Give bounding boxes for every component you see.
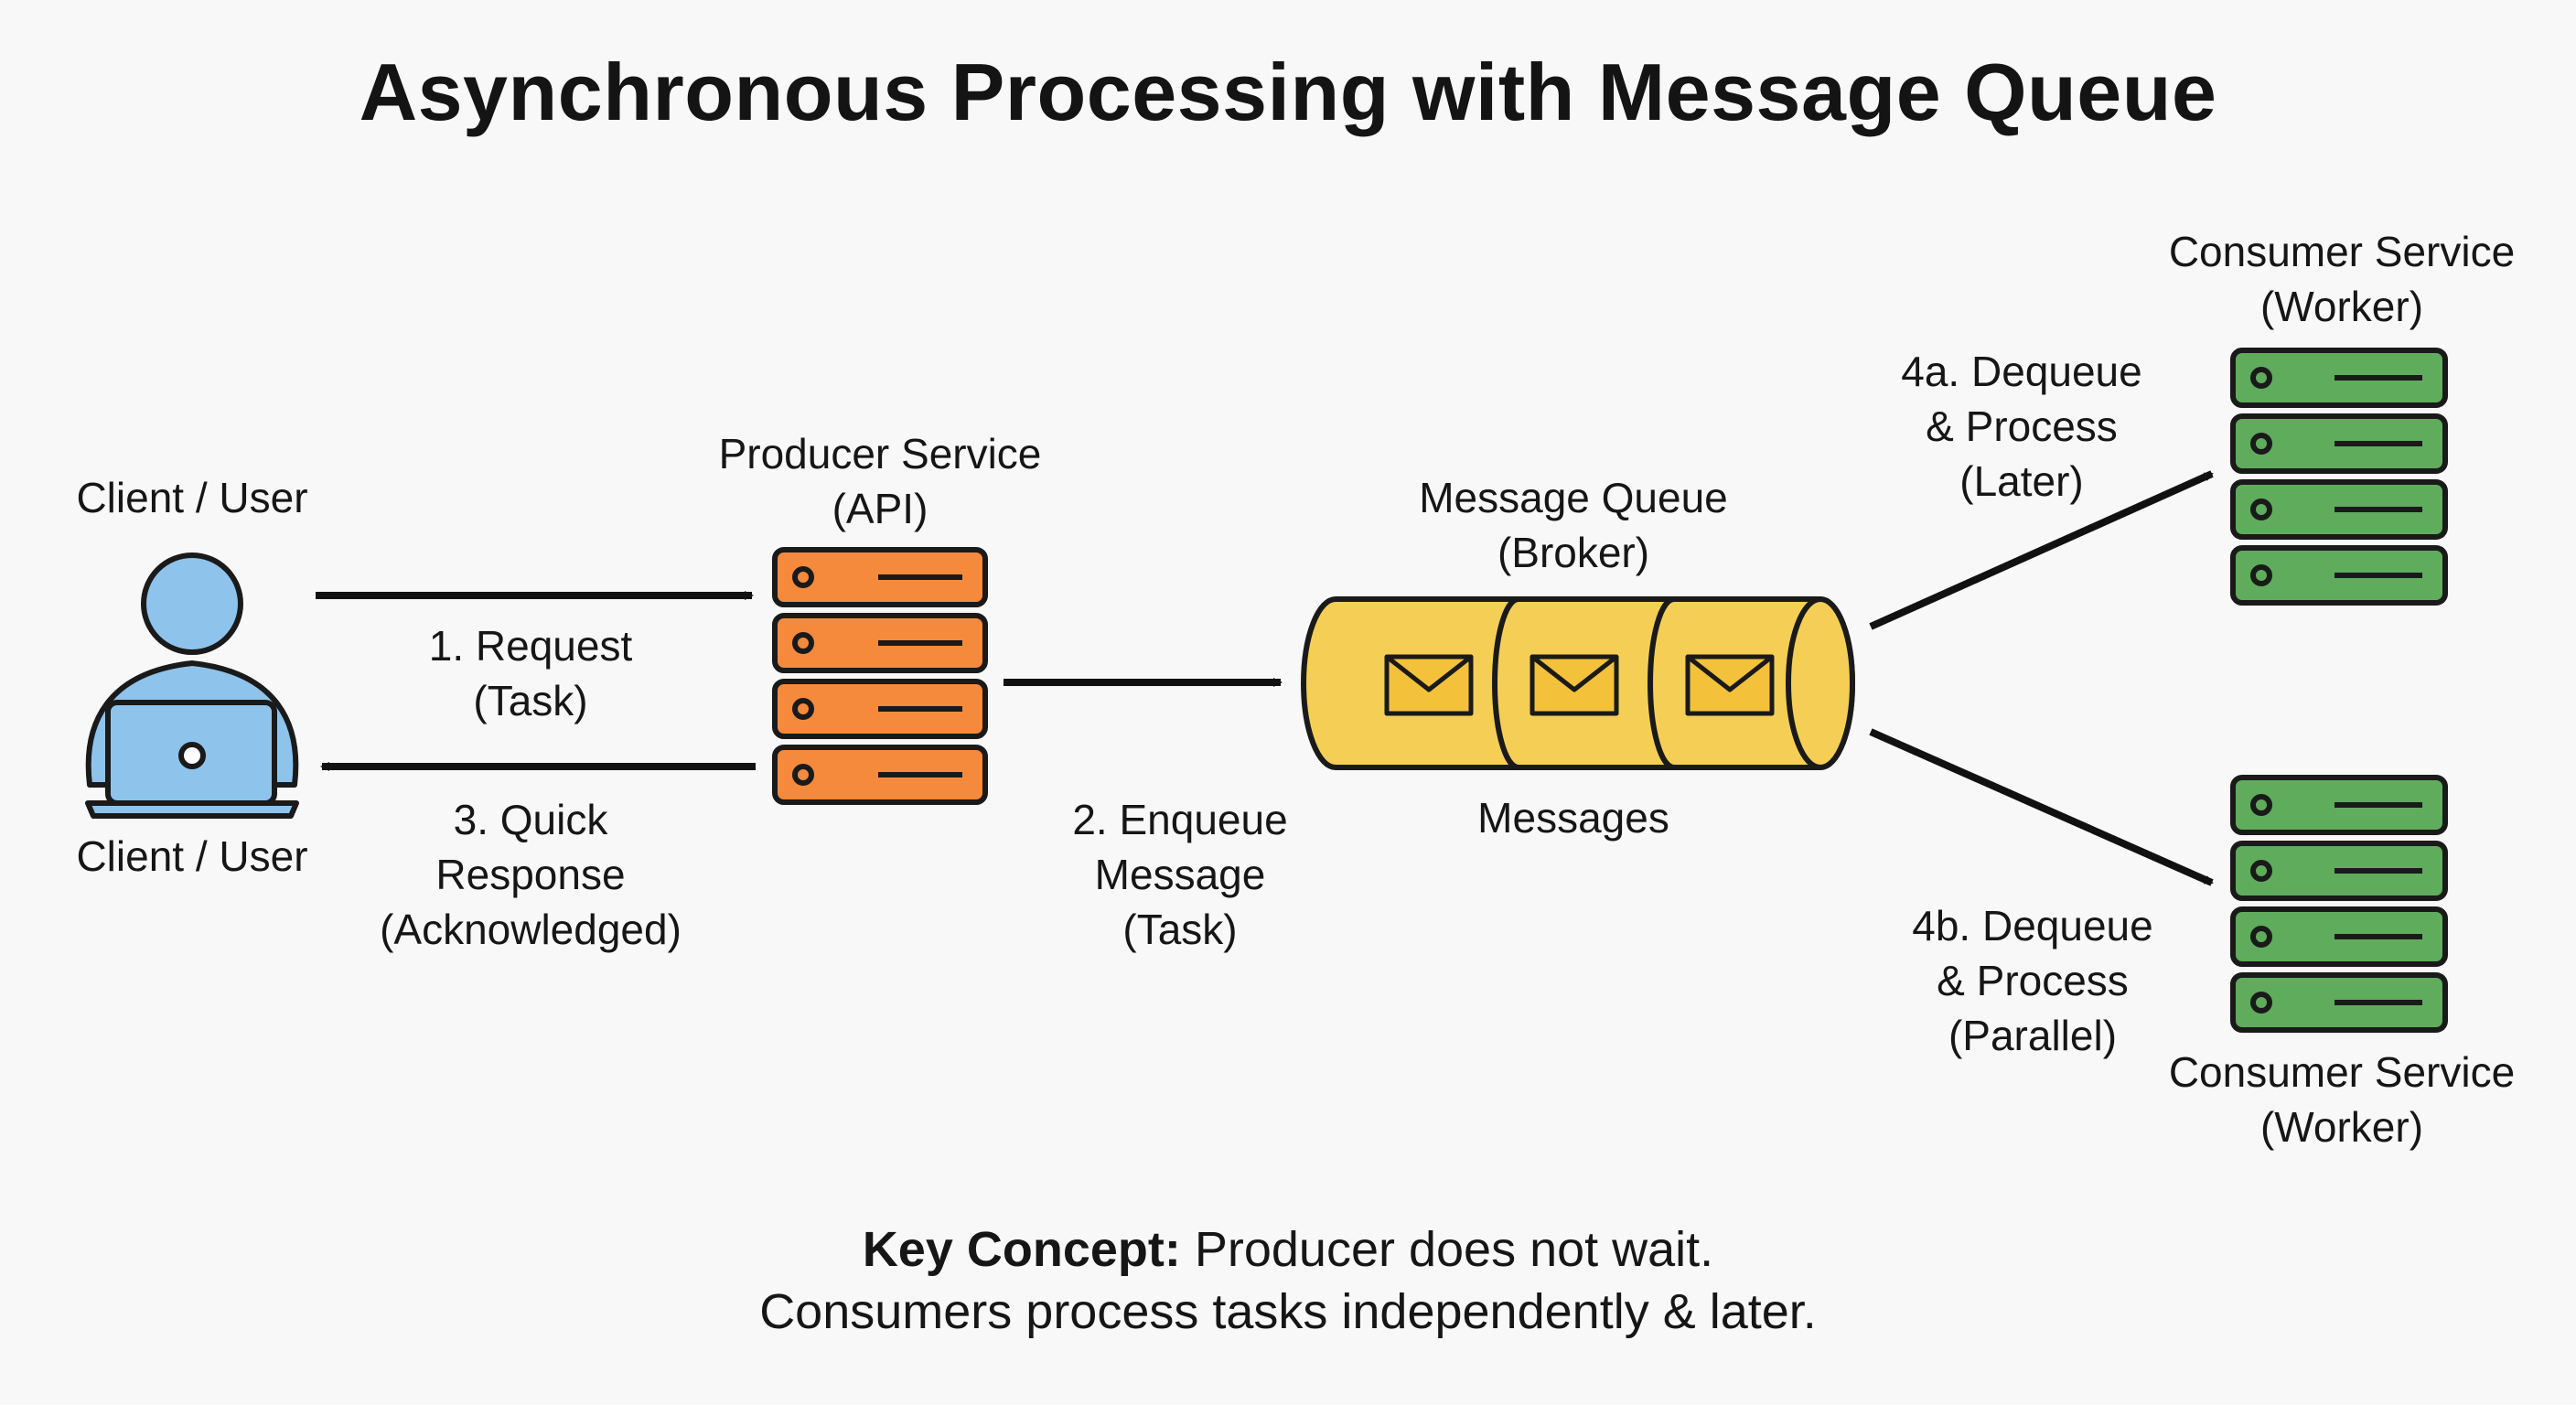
key-concept-label: Key Concept: — [862, 1222, 1181, 1277]
consumer-bottom-label: Consumer Service (Worker) — [2168, 1048, 2516, 1151]
envelope-icon — [1530, 654, 1619, 716]
queue-label: Message Queue (Broker) — [1419, 474, 1728, 576]
key-concept-text: Producer does not wait. — [1180, 1222, 1714, 1277]
consumer-server-top-icon — [2230, 348, 2448, 606]
key-concept-line1: Key Concept: Producer does not wait. — [0, 1218, 2576, 1281]
consumer-top-label: Consumer Service (Worker) — [2168, 228, 2516, 330]
step2-label: 2. Enqueue Message (Task) — [1072, 796, 1288, 953]
client-label-top: Client / User — [76, 474, 308, 521]
envelope-icon — [1384, 654, 1474, 716]
page-title: Asynchronous Processing with Message Que… — [359, 47, 2217, 137]
step3-label: 3. Quick Response (Acknowledged) — [380, 796, 682, 953]
step1-label: 1. Request (Task) — [428, 622, 633, 724]
step4a-label: 4a. Dequeue & Process (Later) — [1901, 348, 2142, 505]
queue-caption: Messages — [1477, 794, 1669, 842]
key-concept-line2: Consumers process tasks independently & … — [759, 1284, 1817, 1339]
queue-cylinder-icon — [1301, 596, 1855, 770]
user-laptop-icon — [85, 552, 299, 819]
consumer-server-bottom-icon — [2230, 775, 2448, 1033]
key-concept: Key Concept: Producer does not wait. Con… — [0, 1218, 2576, 1343]
arrow-dequeue-later — [1869, 470, 2214, 630]
step4b-label: 4b. Dequeue & Process (Parallel) — [1912, 902, 2153, 1059]
producer-label: Producer Service (API) — [718, 430, 1042, 532]
arrow-dequeue-parallel — [1869, 728, 2214, 886]
producer-server-icon — [772, 547, 988, 805]
envelope-icon — [1685, 654, 1775, 716]
client-label-bottom: Client / User — [76, 832, 308, 880]
